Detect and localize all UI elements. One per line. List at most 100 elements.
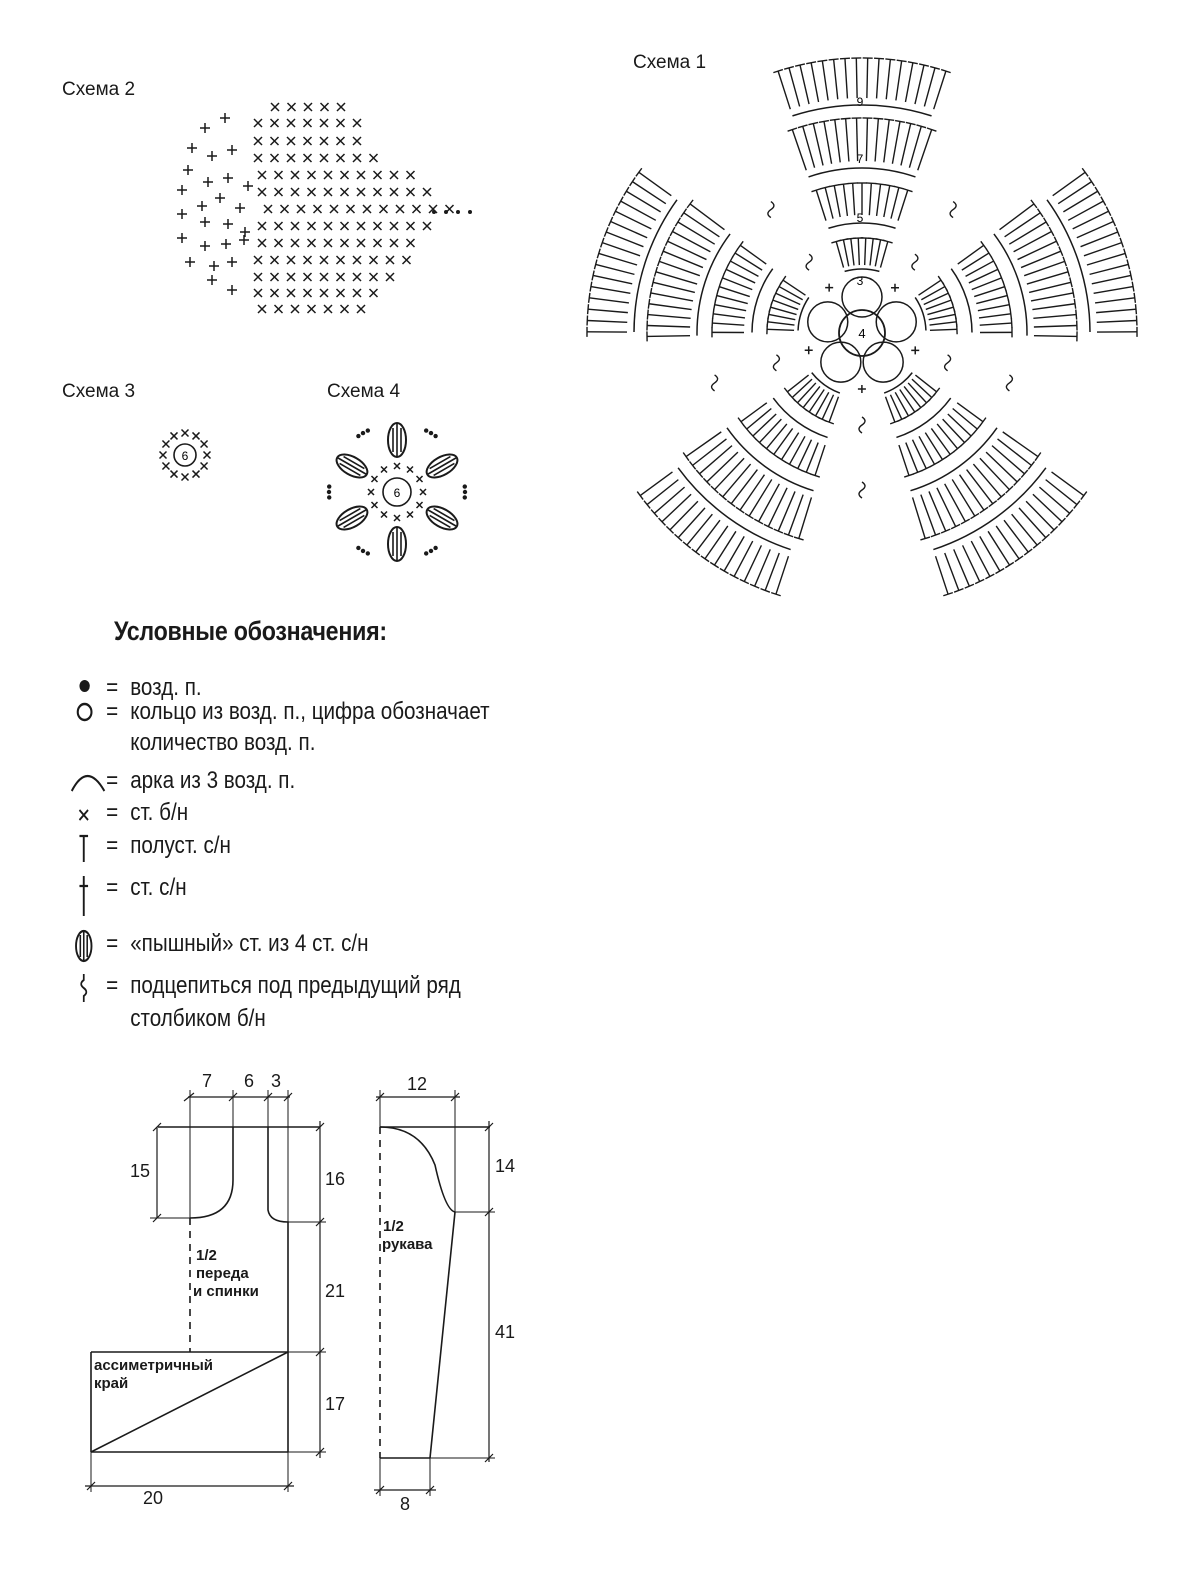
puff-stitch-petal xyxy=(425,505,459,531)
dc-stitch-mark xyxy=(835,241,845,268)
sc-stitch-mark xyxy=(169,431,179,440)
sc-stitch-mark xyxy=(329,204,339,214)
dc-stitch-mark xyxy=(805,442,819,473)
sc-stitch-mark xyxy=(352,255,362,265)
sc-stitch-mark xyxy=(405,187,416,197)
sc-stitch-mark xyxy=(312,204,323,214)
sc-stitch-mark xyxy=(227,285,237,295)
dc-stitch-mark xyxy=(834,119,841,163)
puff-stitch-petal xyxy=(335,505,369,531)
chain-arch xyxy=(914,297,927,331)
scheme-1-center-number: 4 xyxy=(858,326,865,341)
dc-stitch-mark xyxy=(712,322,745,326)
dc-stitch-mark xyxy=(672,230,711,253)
dc-stitch-mark xyxy=(918,279,942,296)
dc-stitch-mark xyxy=(767,487,788,527)
sc-stitch-mark xyxy=(389,187,399,197)
dc-stitch-mark xyxy=(1094,297,1135,304)
dc-stitch-mark xyxy=(723,536,745,572)
arch-icon xyxy=(70,765,106,799)
sc-stitch-mark xyxy=(368,153,379,163)
dc-stitch-mark xyxy=(842,184,849,216)
sc-stitch-mark xyxy=(253,255,263,265)
dc-stitch-mark xyxy=(730,469,758,505)
dc-stitch-mark xyxy=(653,486,686,514)
dc-stitch-mark xyxy=(911,378,933,398)
sc-stitch-mark xyxy=(389,221,399,231)
dc-stitch-mark xyxy=(883,119,890,163)
sc-stitch-mark xyxy=(257,238,267,248)
dc-stitch-mark xyxy=(968,268,999,284)
legend-eq: = xyxy=(106,972,119,999)
sc-stitch-mark xyxy=(303,102,313,112)
sc-stitch-mark xyxy=(239,235,249,245)
sc-stitch-mark xyxy=(890,283,899,292)
dc-stitch-mark xyxy=(920,494,937,536)
dc-stitch-mark xyxy=(852,183,856,216)
sc-stitch-mark xyxy=(380,510,388,519)
sc-stitch-mark xyxy=(319,136,329,146)
dim-right-mid: 21 xyxy=(325,1281,345,1301)
dc-stitch-mark xyxy=(647,313,691,319)
dc-stitch-mark xyxy=(733,540,754,577)
dc-stitch-mark xyxy=(891,121,901,164)
dc-stitch-mark xyxy=(894,391,910,417)
chain-stitch-mark xyxy=(327,495,332,500)
dc-stitch-mark xyxy=(758,483,780,522)
dc-stitch-mark xyxy=(739,474,766,511)
sc-stitch-mark xyxy=(393,462,401,470)
sc-stitch-mark xyxy=(257,221,267,231)
sc-stitch-mark xyxy=(207,151,217,161)
dc-stitch-mark xyxy=(802,385,821,409)
dc-stitch-mark xyxy=(879,241,889,268)
dc-stitch-mark xyxy=(936,487,957,527)
dc-stitch-mark xyxy=(987,530,1011,566)
dc-stitch-mark xyxy=(924,432,944,460)
dc-stitch-mark xyxy=(917,129,933,171)
dc-stitch-mark xyxy=(934,555,949,595)
scheme-4-title: Схема 4 xyxy=(327,381,401,402)
dc-stitch-mark xyxy=(875,58,880,99)
dc-stitch-mark xyxy=(1003,519,1029,553)
dc-stitch-mark xyxy=(850,238,855,266)
chain-stitch-mark xyxy=(356,433,361,439)
dc-stitch-mark xyxy=(961,545,981,582)
dc-stitch-mark xyxy=(918,435,936,465)
dc-stitch-mark xyxy=(1076,220,1114,239)
chain-stitch-mark xyxy=(365,551,371,556)
dc-stitch-mark xyxy=(1057,181,1092,205)
sc-stitch-mark xyxy=(319,153,329,163)
dc-stitch-mark xyxy=(610,220,648,239)
sc-stitch-mark xyxy=(419,488,427,496)
sc-stitch-mark xyxy=(269,118,280,128)
dc-stitch-mark xyxy=(775,292,801,306)
dc-stitch-mark xyxy=(592,274,633,285)
dc-stitch-mark xyxy=(782,279,806,296)
dc-stitch-mark xyxy=(1002,431,1039,458)
dc-stitch-mark xyxy=(587,319,628,324)
sc-stitch-mark xyxy=(202,450,212,460)
inner-petal-arch xyxy=(862,341,904,383)
sc-stitch-mark xyxy=(356,170,366,180)
sc-stitch-mark xyxy=(372,221,383,231)
sc-stitch-mark xyxy=(352,288,362,298)
sc-stitch-mark xyxy=(370,475,379,483)
sc-stitch-mark xyxy=(253,288,263,298)
sc-stitch-mark xyxy=(183,165,193,175)
dc-stitch-mark xyxy=(865,118,869,162)
sc-stitch-mark xyxy=(180,472,190,482)
sc-stitch-mark xyxy=(405,170,416,180)
dc-stitch-mark xyxy=(722,277,753,291)
dc-stitch-mark xyxy=(1096,319,1137,324)
sc-stitch-mark xyxy=(302,153,313,163)
scheme-1-round-9: 9 xyxy=(857,95,864,109)
hook-under-mark xyxy=(858,481,866,499)
dc-stitch-mark xyxy=(797,439,813,469)
sc-stitch-mark xyxy=(223,219,233,229)
sc-stitch-mark xyxy=(286,153,296,163)
chain-stitch-mark xyxy=(423,551,429,556)
sc-stitch-mark xyxy=(290,304,300,314)
dc-stitch-mark xyxy=(814,444,826,476)
dc-stitch-mark xyxy=(979,322,1012,326)
chain-arch xyxy=(808,167,916,178)
